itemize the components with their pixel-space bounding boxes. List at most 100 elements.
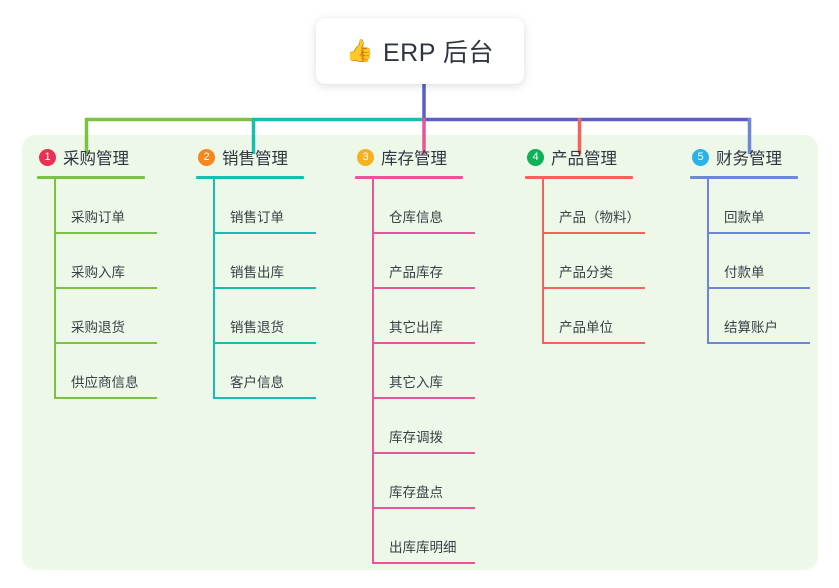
list-item[interactable]: 供应商信息 bbox=[54, 344, 157, 399]
list-item[interactable]: 库存调拨 bbox=[372, 399, 475, 454]
list-item-rule bbox=[542, 342, 645, 344]
list-item-rule bbox=[372, 287, 475, 289]
list-item-label: 库存调拨 bbox=[389, 430, 443, 445]
column-title-5: 财务管理 bbox=[716, 150, 782, 168]
list-item[interactable]: 付款单 bbox=[707, 234, 810, 289]
list-item-label: 采购退货 bbox=[71, 320, 125, 335]
column-items-4: 产品（物料） 产品分类产品单位 bbox=[525, 179, 685, 344]
list-item[interactable]: 其它入库 bbox=[372, 344, 475, 399]
list-item-rule bbox=[707, 342, 810, 344]
list-item-label: 产品单位 bbox=[559, 320, 613, 335]
list-item[interactable]: 销售退货 bbox=[213, 289, 316, 344]
list-item-rule bbox=[213, 342, 316, 344]
list-item-label: 其它出库 bbox=[389, 320, 443, 335]
list-item[interactable]: 采购退货 bbox=[54, 289, 157, 344]
root-title-label: ERP 后台 bbox=[383, 39, 494, 67]
list-item-rule bbox=[213, 232, 316, 234]
list-item[interactable]: 结算账户 bbox=[707, 289, 810, 344]
list-item-label: 回款单 bbox=[724, 210, 765, 225]
column-header-rule-4 bbox=[525, 176, 633, 179]
list-item[interactable]: 销售订单 bbox=[213, 179, 316, 234]
list-item-rule bbox=[372, 342, 475, 344]
list-item[interactable]: 客户信息 bbox=[213, 344, 316, 399]
list-item-label: 结算账户 bbox=[724, 320, 778, 335]
list-item[interactable]: 出库库明细 bbox=[372, 509, 475, 564]
column-items-5: 回款单付款单结算账户 bbox=[690, 179, 839, 344]
column-badge-4: 4 bbox=[527, 148, 544, 166]
column-spine-2 bbox=[213, 179, 215, 399]
list-item[interactable]: 采购订单 bbox=[54, 179, 157, 234]
list-item-rule bbox=[54, 232, 157, 234]
list-item-label: 产品（物料） bbox=[559, 210, 640, 225]
column-title-2: 销售管理 bbox=[222, 150, 288, 168]
list-item-label: 库存盘点 bbox=[389, 485, 443, 500]
list-item-label: 产品分类 bbox=[559, 265, 613, 280]
list-item-rule bbox=[542, 287, 645, 289]
list-item[interactable]: 采购入库 bbox=[54, 234, 157, 289]
list-item-rule bbox=[372, 232, 475, 234]
list-item-label: 销售出库 bbox=[230, 265, 284, 280]
column-title-3: 库存管理 bbox=[381, 150, 447, 168]
list-item-label: 销售订单 bbox=[230, 210, 284, 225]
column-header-rule-3 bbox=[355, 176, 463, 179]
root-node-title: 👍 ERP 后台 bbox=[346, 33, 494, 69]
column-badge-3: 3 bbox=[357, 148, 374, 166]
column-header-rule-5 bbox=[690, 176, 798, 179]
list-item-label: 付款单 bbox=[724, 265, 765, 280]
column-title-4: 产品管理 bbox=[551, 150, 617, 168]
column-items-2: 销售订单销售出库销售退货客户信息 bbox=[196, 179, 356, 399]
list-item-label: 其它入库 bbox=[389, 375, 443, 390]
column-badge-5: 5 bbox=[692, 148, 709, 166]
list-item-rule bbox=[54, 342, 157, 344]
column-spine-5 bbox=[707, 179, 709, 344]
column-badge-2: 2 bbox=[198, 148, 215, 166]
column-spine-3 bbox=[372, 179, 374, 564]
column-header-rule-1 bbox=[37, 176, 145, 179]
column-header-4[interactable]: 4 产品管理 bbox=[525, 146, 685, 168]
column-header-rule-2 bbox=[196, 176, 304, 179]
column-header-2[interactable]: 2 销售管理 bbox=[196, 146, 356, 168]
list-item[interactable]: 其它出库 bbox=[372, 289, 475, 344]
list-item-rule bbox=[372, 397, 475, 399]
column-spine-1 bbox=[54, 179, 56, 399]
list-item[interactable]: 库存盘点 bbox=[372, 454, 475, 509]
list-item-rule bbox=[372, 507, 475, 509]
column-5: 5 财务管理回款单付款单结算账户 bbox=[690, 146, 839, 344]
list-item-rule bbox=[372, 562, 475, 564]
list-item-label: 采购入库 bbox=[71, 265, 125, 280]
list-item[interactable]: 产品（物料） bbox=[542, 179, 645, 234]
column-items-3: 仓库信息产品库存其它出库其它入库库存调拨库存盘点出库库明细 bbox=[355, 179, 515, 564]
column-3: 3 库存管理仓库信息产品库存其它出库其它入库库存调拨库存盘点出库库明细 bbox=[355, 146, 515, 564]
list-item-rule bbox=[213, 397, 316, 399]
list-item-rule bbox=[54, 287, 157, 289]
list-item[interactable]: 仓库信息 bbox=[372, 179, 475, 234]
column-header-5[interactable]: 5 财务管理 bbox=[690, 146, 839, 168]
list-item-rule bbox=[707, 232, 810, 234]
list-item[interactable]: 产品单位 bbox=[542, 289, 645, 344]
list-item-rule bbox=[213, 287, 316, 289]
list-item[interactable]: 销售出库 bbox=[213, 234, 316, 289]
list-item-label: 仓库信息 bbox=[389, 210, 443, 225]
list-item-label: 出库库明细 bbox=[389, 540, 457, 555]
column-2: 2 销售管理销售订单销售出库销售退货客户信息 bbox=[196, 146, 356, 399]
list-item-label: 产品库存 bbox=[389, 265, 443, 280]
list-item-label: 销售退货 bbox=[230, 320, 284, 335]
root-node-card[interactable]: 👍 ERP 后台 bbox=[316, 18, 524, 84]
list-item-rule bbox=[707, 287, 810, 289]
list-item[interactable]: 产品库存 bbox=[372, 234, 475, 289]
list-item[interactable]: 回款单 bbox=[707, 179, 810, 234]
column-title-1: 采购管理 bbox=[63, 150, 129, 168]
list-item-rule bbox=[542, 232, 645, 234]
list-item-label: 供应商信息 bbox=[71, 375, 139, 390]
thumbs-up-icon: 👍 bbox=[346, 38, 374, 63]
column-spine-4 bbox=[542, 179, 544, 344]
mindmap-board bbox=[22, 135, 818, 570]
list-item-label: 采购订单 bbox=[71, 210, 125, 225]
list-item-label: 客户信息 bbox=[230, 375, 284, 390]
list-item-rule bbox=[54, 397, 157, 399]
list-item[interactable]: 产品分类 bbox=[542, 234, 645, 289]
column-header-3[interactable]: 3 库存管理 bbox=[355, 146, 515, 168]
column-4: 4 产品管理产品（物料） 产品分类产品单位 bbox=[525, 146, 685, 344]
